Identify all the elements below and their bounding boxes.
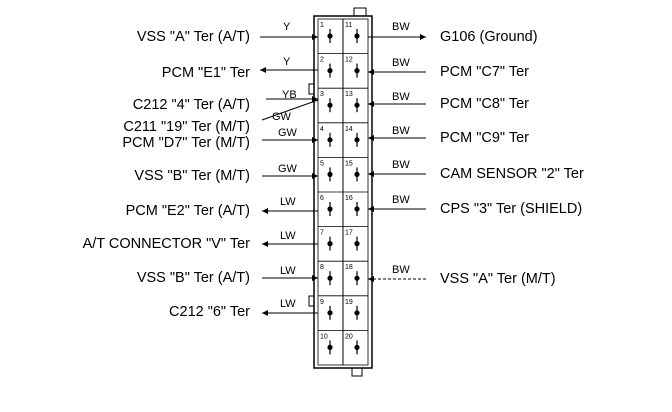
pin-number: 10 bbox=[320, 333, 328, 340]
arrow-head bbox=[312, 275, 318, 281]
wire-color: BW bbox=[392, 159, 410, 171]
arrow-head bbox=[262, 208, 268, 214]
left-connection: YB bbox=[266, 89, 318, 102]
wire-color: LW bbox=[280, 265, 296, 277]
pin-number: 12 bbox=[345, 57, 353, 64]
pin-number: 1 bbox=[320, 22, 324, 29]
pin-label: VSS "B" Ter (A/T) bbox=[137, 270, 250, 286]
left-connection: LW bbox=[262, 196, 318, 214]
wire-color: LW bbox=[280, 196, 296, 208]
wire-color: Y bbox=[283, 56, 291, 68]
left-connection: GW bbox=[262, 163, 318, 179]
arrow-head bbox=[262, 241, 268, 247]
right-connection: BW bbox=[368, 159, 426, 177]
arrow-head bbox=[312, 173, 318, 179]
wire-color: LW bbox=[280, 230, 296, 242]
pin-label: CPS "3" Ter (SHIELD) bbox=[440, 201, 582, 217]
pin-number: 6 bbox=[320, 195, 324, 202]
pin-label: VSS "A" Ter (M/T) bbox=[440, 271, 556, 287]
pin-label: VSS "A" Ter (A/T) bbox=[137, 29, 250, 45]
pin-label: A/T CONNECTOR "V" Ter bbox=[83, 236, 251, 252]
pin-label: PCM "E2" Ter (A/T) bbox=[126, 203, 250, 219]
right-connection: BW bbox=[368, 194, 426, 212]
pin-number: 17 bbox=[345, 230, 353, 237]
left-connection: GW bbox=[262, 127, 318, 143]
wire-color: BW bbox=[392, 57, 410, 69]
wire-color: YB bbox=[282, 89, 297, 101]
left-connection: Y bbox=[260, 21, 318, 40]
arrow-head bbox=[312, 137, 318, 143]
arrow-head bbox=[368, 206, 374, 212]
left-connection: Y bbox=[260, 56, 318, 73]
pin-number: 11 bbox=[345, 22, 352, 29]
left-connection: LW bbox=[262, 230, 318, 247]
pin-number: 14 bbox=[345, 126, 353, 133]
arrow-head bbox=[312, 34, 318, 40]
pin-label: CAM SENSOR "2" Ter bbox=[440, 166, 584, 182]
pin-label: C211 "19" Ter (M/T) bbox=[123, 119, 250, 135]
wire-color: BW bbox=[392, 194, 410, 206]
arrow-head bbox=[262, 310, 268, 316]
arrow-head bbox=[368, 276, 374, 282]
pin-number: 15 bbox=[345, 160, 353, 167]
wire-color: Y bbox=[283, 21, 291, 33]
pin-number: 19 bbox=[345, 299, 353, 306]
pin-number: 5 bbox=[320, 160, 324, 167]
arrow-head bbox=[420, 34, 426, 40]
wire-color: BW bbox=[392, 125, 410, 137]
arrow-head bbox=[368, 69, 374, 75]
wire-color: GW bbox=[278, 163, 298, 175]
arrow-head bbox=[368, 171, 374, 177]
pin-label: PCM "C7" Ter bbox=[440, 64, 529, 80]
arrow-head bbox=[368, 135, 374, 141]
pin-number: 4 bbox=[320, 126, 324, 133]
pin-label: PCM "C8" Ter bbox=[440, 96, 529, 112]
pin-label: C212 "6" Ter bbox=[169, 304, 250, 320]
left-connection: LW bbox=[262, 298, 318, 316]
pin-number: 20 bbox=[345, 333, 353, 340]
pin-number: 7 bbox=[320, 230, 324, 237]
right-connection: BW bbox=[368, 125, 426, 141]
pin-label: C212 "4" Ter (A/T) bbox=[133, 97, 250, 113]
arrow-head bbox=[312, 96, 318, 102]
left-connection: GW bbox=[261, 99, 319, 123]
wire-color: BW bbox=[392, 264, 410, 276]
arrow-head bbox=[368, 101, 374, 107]
pin-number: 3 bbox=[320, 91, 324, 98]
pin-number: 9 bbox=[320, 299, 324, 306]
pin-label: PCM "C9" Ter bbox=[440, 130, 529, 146]
pin-label: PCM "E1" Ter bbox=[162, 65, 250, 81]
right-connection: BW bbox=[368, 21, 426, 40]
pin-label: VSS "B" Ter (M/T) bbox=[134, 168, 250, 184]
right-connection: BW bbox=[368, 264, 426, 282]
pin-label: G106 (Ground) bbox=[440, 29, 538, 45]
wire-color: BW bbox=[392, 91, 410, 103]
pin-number: 8 bbox=[320, 264, 324, 271]
wire-color: LW bbox=[280, 298, 296, 310]
wire-color: BW bbox=[392, 21, 410, 33]
pin-label: PCM "D7" Ter (M/T) bbox=[122, 135, 250, 151]
right-connection: BW bbox=[368, 57, 426, 75]
wire-color: GW bbox=[278, 127, 298, 139]
right-connection: BW bbox=[368, 91, 426, 107]
pin-number: 18 bbox=[345, 264, 353, 271]
pin-number: 2 bbox=[320, 57, 324, 64]
wire-color: GW bbox=[272, 111, 292, 123]
wire-line bbox=[261, 99, 319, 121]
left-connection: LW bbox=[262, 265, 318, 281]
arrow-head bbox=[260, 67, 266, 73]
pin-number: 13 bbox=[345, 91, 353, 98]
pin-number: 16 bbox=[345, 195, 353, 202]
